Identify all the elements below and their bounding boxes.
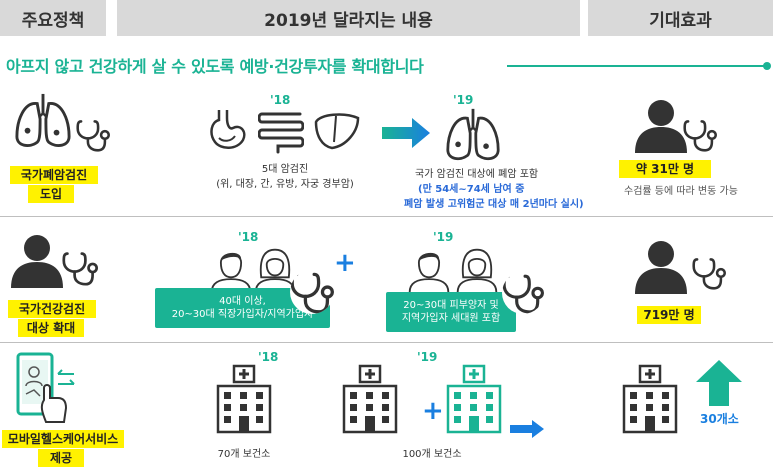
person-icon [633, 236, 693, 296]
arrow-right-icon [382, 118, 430, 148]
mobile-health-icon [16, 352, 75, 423]
header-policy: 주요정책 [0, 0, 106, 36]
liver-icon [314, 113, 360, 150]
arrow-up-icon [696, 360, 742, 406]
hospital-new-icon [444, 364, 504, 434]
effect-lung-note: 수검률 등에 따라 변동 가능 [624, 186, 738, 197]
headline: 아프지 않고 건강하게 살 수 있도록 예방·건강투자를 확대합니다 [6, 57, 424, 76]
stethoscope-icon [692, 256, 726, 290]
stethoscope-icon [502, 272, 544, 314]
policy-health-screening-sub: 대상 확대 [18, 319, 84, 337]
year-2019: '19 [453, 93, 474, 107]
year-2019: '19 [433, 230, 454, 244]
before-caption: 70개 보건소 [217, 449, 271, 460]
stethoscope-icon [683, 118, 717, 152]
year-2018: '18 [270, 93, 291, 107]
plus-icon: + [334, 248, 356, 278]
lungs-icon [14, 90, 72, 152]
row-divider [0, 216, 773, 217]
header-changes: 2019년 달라지는 내용 [117, 0, 580, 36]
stethoscope-icon [290, 270, 334, 314]
row-divider [0, 342, 773, 343]
year-2018: '18 [238, 230, 259, 244]
after-line1: 국가 암검진 대상에 폐암 포함 [415, 169, 539, 180]
arrow-right-icon [510, 420, 544, 438]
stethoscope-icon [62, 250, 98, 286]
header-effect: 기대효과 [588, 0, 773, 36]
effect-lung: 약 31만 명 [619, 160, 711, 178]
lungs-icon [445, 106, 501, 164]
intestine-icon [258, 112, 304, 154]
policy-health-screening: 국가건강검진 [8, 300, 96, 318]
headline-dot [763, 62, 771, 70]
stomach-icon [210, 110, 246, 149]
before-line2: (위, 대장, 간, 유방, 자궁 경부암) [216, 179, 354, 190]
man-icon [406, 246, 452, 292]
hospital-icon [340, 364, 400, 434]
effect-mobile: 30개소 [700, 412, 739, 426]
year-2018: '18 [258, 350, 279, 364]
policy-mobile-health: 모바일헬스케어서비스 [2, 430, 124, 448]
policy-lung-screening-sub: 도입 [28, 185, 74, 203]
hospital-icon [620, 364, 680, 434]
stethoscope-icon [76, 118, 110, 152]
headline-rule [507, 65, 765, 67]
person-icon [8, 230, 70, 290]
after-line2: (만 54세~74세 남여 중 [418, 184, 525, 195]
effect-health: 719만 명 [637, 306, 701, 324]
after-line3: 폐암 발생 고위험군 대상 매 2년마다 실시) [404, 199, 584, 210]
after-box: 20~30대 피부양자 및 지역가입자 세대원 포함 [386, 292, 516, 332]
hospital-icon [214, 364, 274, 434]
policy-mobile-health-sub: 제공 [38, 449, 84, 467]
man-icon [208, 246, 254, 292]
before-line1: 5대 암검진 [261, 164, 309, 175]
after-caption: 100개 보건소 [402, 449, 462, 460]
year-2019: '19 [417, 350, 438, 364]
woman-icon [454, 246, 500, 292]
plus-icon: + [422, 396, 444, 426]
policy-lung-screening: 국가폐암검진 [10, 166, 98, 184]
